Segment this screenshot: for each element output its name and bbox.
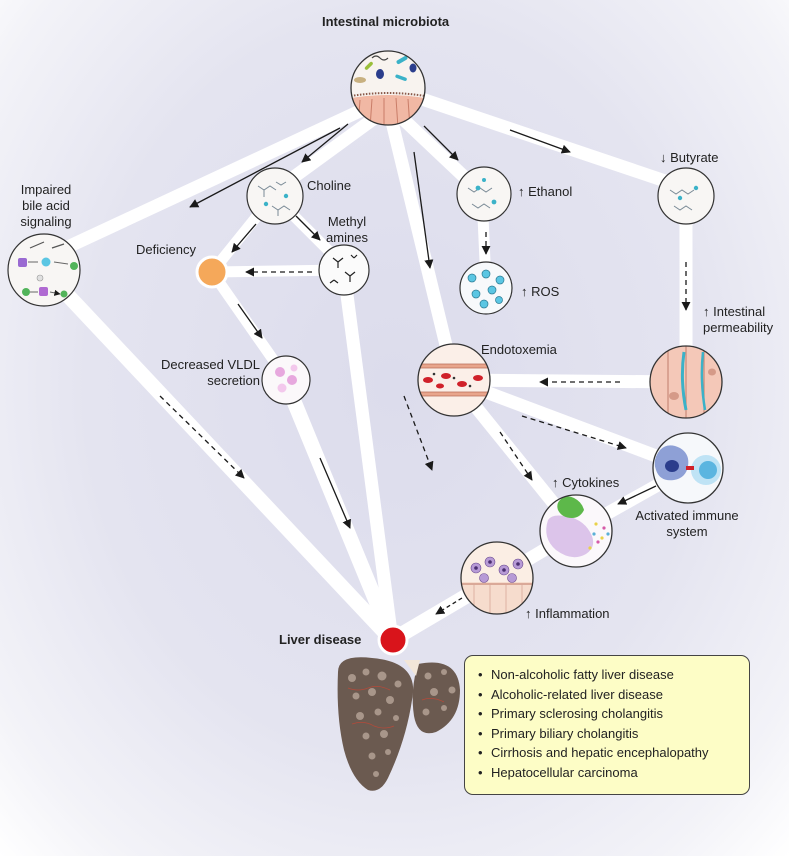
liver-illustration bbox=[337, 657, 460, 791]
immune-node bbox=[652, 432, 724, 504]
label-endotoxemia: Endotoxemia bbox=[481, 342, 557, 357]
label-deficiency: Deficiency bbox=[136, 242, 196, 257]
arrow-microbiota-choline bbox=[301, 123, 349, 163]
arrow-methyl-liver bbox=[403, 395, 434, 471]
disease-item: Hepatocellular carcinoma bbox=[478, 763, 737, 783]
butyrate-node bbox=[657, 167, 715, 225]
band-permeability-endotoxemia bbox=[447, 373, 693, 389]
label-intestinal-permeability: ↑ Intestinal permeability bbox=[703, 304, 774, 335]
arrow-deficiency-vldl bbox=[237, 303, 263, 339]
band-bile-liver bbox=[36, 262, 400, 648]
arrow-microbiota-butyrate bbox=[509, 129, 571, 154]
band-microbiota-endotoxemia bbox=[385, 115, 459, 377]
disease-item: Primary biliary cholangitis bbox=[478, 724, 737, 744]
disease-item: Primary sclerosing cholangitis bbox=[478, 704, 737, 724]
label-vldl: Decreased VLDL secretion bbox=[161, 357, 260, 388]
ros-node bbox=[459, 261, 513, 315]
methyl-amines-node bbox=[318, 244, 370, 296]
disease-list-box: Non-alcoholic fatty liver disease Alcoho… bbox=[464, 655, 750, 795]
label-butyrate: ↓ Butyrate bbox=[660, 150, 719, 165]
disease-item: Cirrhosis and hepatic encephalopathy bbox=[478, 743, 737, 763]
label-liver-disease: Liver disease bbox=[279, 632, 362, 647]
label-cytokines: ↑ Cytokines bbox=[552, 475, 620, 490]
label-inflammation: ↑ Inflammation bbox=[525, 606, 610, 621]
band-vldl-liver bbox=[278, 374, 400, 648]
permeability-node bbox=[649, 345, 723, 419]
band-endotoxemia-immune bbox=[447, 373, 695, 475]
band-methyl-liver bbox=[337, 265, 399, 647]
cytokines-node bbox=[539, 494, 613, 568]
arrow-choline-deficiency bbox=[231, 223, 257, 253]
arrow-inflammation-liver bbox=[435, 597, 463, 615]
arrow-choline-methyl bbox=[295, 215, 321, 241]
microbiota-node bbox=[350, 50, 426, 126]
disease-list: Non-alcoholic fatty liver disease Alcoho… bbox=[477, 665, 737, 782]
arrow-bile-liver bbox=[159, 395, 245, 479]
liver-disease-node bbox=[377, 624, 409, 656]
label-methyl-amines: Methyl amines bbox=[326, 214, 368, 245]
endotoxemia-node bbox=[417, 343, 491, 417]
label-choline: Choline bbox=[307, 178, 352, 193]
arrow-microbiota-endotoxemia bbox=[413, 151, 434, 269]
arrow-endotoxemia-cytokines bbox=[499, 431, 533, 481]
bile-acid-node bbox=[7, 233, 81, 307]
ethanol-node bbox=[456, 166, 512, 222]
label-immune: Activated immune system bbox=[635, 508, 739, 539]
label-impaired-bile: Impaired bile acid signaling bbox=[20, 182, 72, 229]
vldl-node bbox=[261, 355, 311, 405]
label-ethanol: ↑ Ethanol bbox=[518, 184, 573, 199]
arrows bbox=[159, 123, 691, 615]
label-microbiota: Intestinal microbiota bbox=[322, 14, 450, 29]
arrow-immune-cytokines bbox=[617, 485, 657, 505]
disease-item: Non-alcoholic fatty liver disease bbox=[478, 665, 737, 685]
arrow-vldl-liver bbox=[319, 457, 351, 529]
arrow-endotoxemia-immune bbox=[521, 415, 627, 450]
label-ros: ↑ ROS bbox=[521, 284, 560, 299]
deficiency-node bbox=[195, 255, 229, 289]
disease-item: Alcoholic-related liver disease bbox=[478, 685, 737, 705]
choline-node bbox=[246, 167, 304, 225]
arrow-microbiota-ethanol bbox=[423, 125, 459, 161]
band-microbiota-bile bbox=[37, 103, 369, 265]
band-microbiota-butyrate bbox=[403, 88, 693, 195]
arrow-microbiota-bile bbox=[189, 127, 341, 208]
inflammation-node bbox=[460, 541, 534, 615]
